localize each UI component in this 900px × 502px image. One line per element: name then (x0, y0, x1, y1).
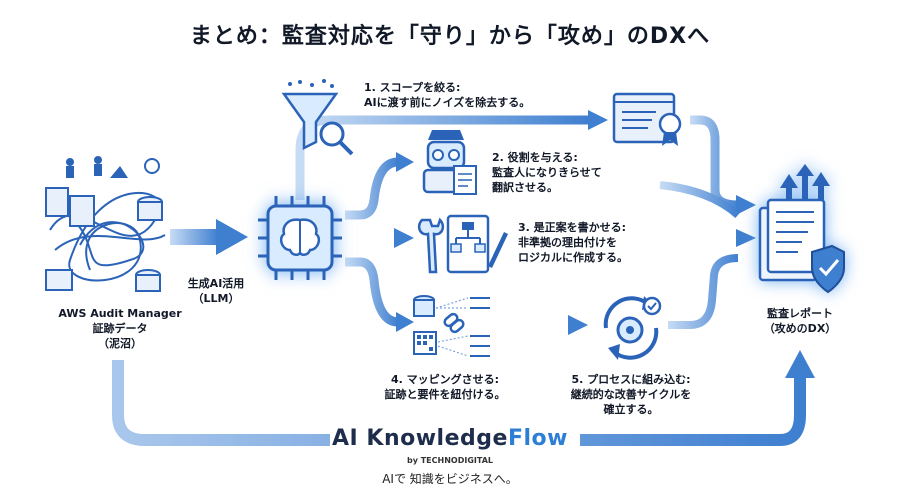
auditor-robot-icon (422, 130, 477, 195)
step-5-desc-line2: 確立する。 (603, 403, 659, 416)
wrench-flowchart-icon (417, 214, 508, 274)
step-4-title: 4. マッピングさせる: (390, 373, 500, 386)
page-title: まとめ：監査対応を「守り」から「攻め」のDXへ (189, 24, 711, 49)
arrow-llm-to-step4 (345, 257, 399, 327)
brand-name-part2: Flow (507, 426, 568, 451)
llm-label: 生成AI活用 （LLM） (176, 276, 256, 306)
step-2-desc-line1: 監査人になりきらせて (492, 166, 602, 179)
gear-cycle-icon (603, 296, 662, 360)
arrow-llm-to-step2 (345, 157, 399, 220)
step-5-label: 5. プロセスに組み込む: 継続的な改善サイクルを 確立する。 (556, 372, 706, 417)
certificate-icon (612, 92, 682, 146)
step-3-desc-line2: ロジカルに作成する。 (518, 251, 628, 264)
output-label-line2: （攻めのDX） (763, 322, 837, 335)
llm-label-line2: （LLM） (192, 292, 240, 305)
brand-byline: by TECHNODIGITAL (407, 456, 493, 465)
step-2-desc-line2: 翻訳させる。 (492, 181, 558, 194)
ai-brain-chip-icon (258, 196, 342, 280)
step-3-title: 3. 是正案を書かせる: (518, 221, 627, 234)
step-1-desc: AIに渡す前にノイズを除去する。 (364, 96, 531, 109)
step-1-label: 1. スコープを絞る: AIに渡す前にノイズを除去する。 (364, 80, 604, 110)
arrow-step2-to-output (659, 181, 741, 219)
llm-label-line1: 生成AI活用 (187, 277, 245, 290)
step-1-title: 1. スコープを絞る: (364, 81, 461, 94)
output-label-line1: 監査レポート (767, 307, 833, 320)
source-label-line2: 証跡データ (92, 322, 148, 335)
brand-name-part1: AI Knowledge (332, 426, 508, 451)
brand-logo: AI KnowledgeFlow (0, 426, 900, 451)
step-3-label: 3. 是正案を書かせる: 非準拠の理由付けを ロジカルに作成する。 (518, 220, 688, 265)
arrow-bottom-loop (112, 360, 806, 446)
step-4-desc: 証跡と要件を紐付ける。 (384, 388, 506, 401)
brand-tagline: AIで 知識をビジネスへ。 (382, 472, 518, 486)
source-label-line1: AWS Audit Manager (58, 307, 182, 320)
step-5-title: 5. プロセスに組み込む: (571, 373, 691, 386)
output-label: 監査レポート （攻めのDX） (740, 306, 860, 336)
step-5-desc-line1: 継続的な改善サイクルを (570, 388, 692, 401)
tangled-data-icon (45, 156, 166, 292)
step-4-label: 4. マッピングさせる: 証跡と要件を紐付ける。 (370, 372, 520, 402)
step-3-desc-line1: 非準拠の理由付けを (518, 236, 617, 249)
source-label-line3: （泥沼） (98, 337, 142, 350)
arrow-step5-to-output (668, 254, 739, 329)
data-mapping-icon (413, 295, 490, 357)
step-2-label: 2. 役割を与える: 監査人になりきらせて 翻訳させる。 (492, 150, 662, 195)
arrow-source-to-llm (170, 219, 248, 255)
source-label: AWS Audit Manager 証跡データ （泥沼） (20, 306, 220, 351)
step-2-title: 2. 役割を与える: (492, 151, 578, 164)
audit-report-icon (758, 164, 845, 294)
funnel-filter-icon (281, 79, 354, 156)
